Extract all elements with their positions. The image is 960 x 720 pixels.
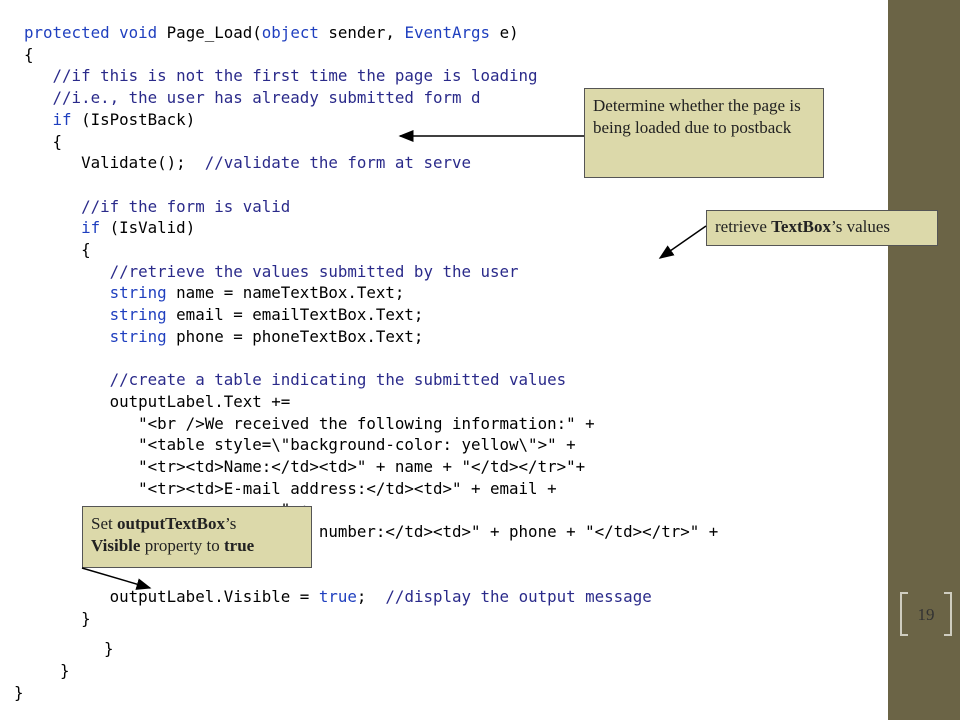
callout-text: retrieve [715, 217, 772, 236]
code-text: { [24, 240, 91, 259]
code-line: protected void Page_Load(object sender, … [24, 22, 519, 44]
code-line: Validate(); //validate the form at serve [24, 152, 471, 174]
callout-retrieve: retrieve TextBox’s values [706, 210, 938, 246]
callout-text-bold: Visible [91, 536, 141, 555]
code-line: { [24, 44, 34, 66]
code-text: outputLabel.Visible = [24, 587, 319, 607]
code-text: Page_Load( [166, 23, 262, 42]
code-line: "<br />We received the following informa… [24, 413, 595, 435]
code-keyword: if [24, 109, 82, 129]
code-text: } [24, 608, 91, 628]
code-text: "<tr><td>E-mail address:</td><td>" + ema… [24, 478, 557, 498]
callout-text: ’s values [830, 217, 891, 236]
code-line: } [24, 608, 91, 630]
closing-brace: } [104, 639, 114, 658]
code-line: //i.e., the user has already submitted f… [24, 87, 481, 109]
callout-text: Set [91, 514, 117, 533]
callout-text-bold: outputTextBox [116, 514, 225, 533]
code-comment: //display the output message [385, 587, 652, 607]
code-line: outputLabel.Visible = true; //display th… [24, 586, 652, 608]
code-line: { [24, 131, 63, 153]
code-text: e) [499, 23, 519, 42]
code-line: outputLabel.Text += [24, 391, 291, 413]
code-text: { [24, 44, 34, 64]
code-text: (IsPostBack) [81, 109, 196, 129]
code-text: Validate(); [24, 153, 196, 173]
code-line: //create a table indicating the submitte… [24, 369, 567, 391]
page-bracket-right [944, 592, 952, 636]
code-line: "<tr><td>Name:</td><td>" + name + "</td>… [24, 456, 585, 478]
callout-text: ’s [225, 514, 237, 533]
code-text: name = nameTextBox.Text; [176, 283, 405, 303]
code-text: ; [356, 587, 386, 607]
code-keyword: protected void [24, 23, 167, 42]
callout-text-bold: TextBox [771, 217, 831, 236]
code-keyword: string [24, 326, 177, 346]
callout-text-bold: true [224, 536, 255, 555]
code-line: "<tr><td>E-mail address:</td><td>" + ema… [24, 478, 557, 500]
closing-brace: } [14, 683, 24, 702]
code-text: phone = phoneTextBox.Text; [176, 326, 424, 346]
code-comment: //i.e., the user has already submitted f… [24, 88, 481, 108]
code-text: "<table style=\"background-color: yellow… [24, 435, 576, 455]
code-line: if (IsValid) [24, 217, 195, 239]
code-text: (IsValid) [109, 218, 196, 238]
code-line: { [24, 239, 91, 261]
code-line: Phone number:</td><td>" + phone + "</td>… [24, 521, 719, 543]
code-comment: //create a table indicating the submitte… [24, 370, 567, 390]
code-closing-braces: } } } [0, 636, 888, 720]
callout-text: property to [140, 536, 225, 555]
code-keyword: if [24, 218, 110, 238]
code-text: "<br />We received the following informa… [24, 413, 595, 433]
code-comment: //if this is not the first time the page… [24, 66, 538, 86]
code-text: outputLabel.Text += [24, 391, 291, 411]
closing-brace: } [60, 661, 70, 680]
code-line: string email = emailTextBox.Text; [24, 304, 424, 326]
code-text: sender, [328, 23, 405, 42]
code-keyword: EventArgs [404, 23, 500, 42]
code-comment: //validate the form at serve [195, 153, 472, 173]
code-line: string name = nameTextBox.Text; [24, 282, 405, 304]
code-comment: //if the form is valid [24, 196, 291, 216]
code-keyword: true [318, 587, 357, 607]
code-line: string phone = phoneTextBox.Text; [24, 326, 424, 348]
code-text: { [24, 131, 63, 151]
page-bracket-left [900, 592, 908, 636]
code-line: //retrieve the values submitted by the u… [24, 261, 519, 283]
code-line: if (IsPostBack) [24, 109, 196, 131]
code-keyword: string [24, 305, 177, 325]
code-text: email = emailTextBox.Text; [176, 305, 424, 325]
code-line: "<table style=\"background-color: yellow… [24, 434, 576, 456]
code-keyword: object [261, 23, 329, 42]
code-line: //if this is not the first time the page… [24, 65, 538, 87]
code-comment: //retrieve the values submitted by the u… [24, 261, 519, 281]
page-number: 19 [917, 605, 935, 624]
callout-postback: Determine whether the page is being load… [584, 88, 824, 178]
code-keyword: string [24, 283, 177, 303]
code-line: //if the form is valid [24, 196, 290, 218]
code-text: Phone number:</td><td>" + phone + "</td>… [24, 522, 719, 542]
code-text: "<tr><td>Name:</td><td>" + name + "</td>… [24, 457, 586, 476]
callout-postback-text: Determine whether the page is being load… [593, 96, 801, 137]
